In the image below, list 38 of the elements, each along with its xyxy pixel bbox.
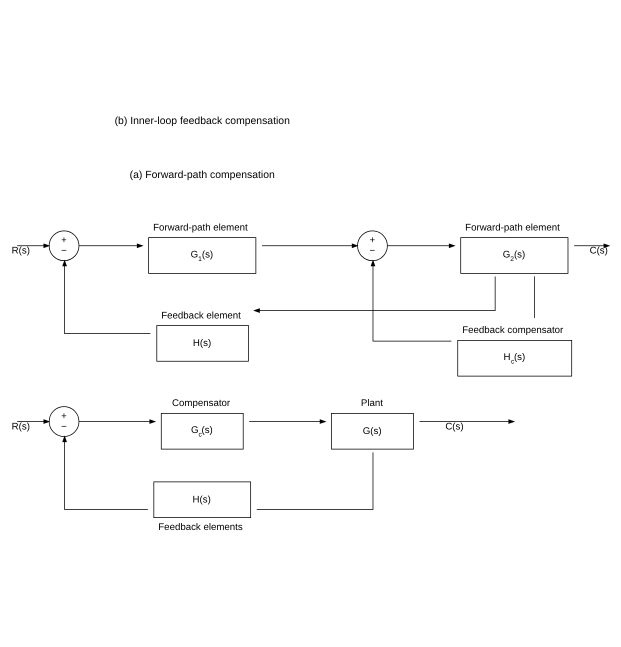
- edge-label: C(s): [445, 420, 464, 432]
- arrow: [419, 418, 516, 424]
- arrow: [253, 276, 496, 312]
- arrow: [248, 418, 326, 424]
- edge-label: R(s): [12, 245, 30, 256]
- arrow: [62, 434, 148, 510]
- node-box: G$_{c}$(s): [160, 412, 244, 450]
- node-box: H(s): [153, 481, 252, 518]
- node-label: Feedback elements: [158, 521, 243, 532]
- node-label: Plant: [360, 398, 383, 409]
- edge-label: C(s): [590, 245, 608, 256]
- node-label: Forward-path element: [153, 222, 248, 233]
- arrow: [370, 259, 452, 341]
- edge-label: R(s): [12, 420, 30, 432]
- node-box: G$_{2}$(s): [460, 236, 568, 274]
- arrow: [78, 242, 144, 248]
- node-circle: + −: [48, 406, 80, 436]
- node-box: G(s): [331, 412, 414, 450]
- label: (a) Forward-path compensation: [130, 169, 275, 180]
- arrow: [574, 242, 610, 248]
- arrow: [62, 259, 151, 334]
- arrow: [16, 242, 50, 248]
- node-label: Compensator: [172, 398, 230, 409]
- node-label: Forward-path element: [465, 222, 560, 233]
- node-label: Feedback element: [161, 310, 241, 321]
- arrow: [262, 242, 359, 248]
- node-box: G$_{1}$(s): [148, 236, 256, 274]
- node-box: H(s): [156, 324, 249, 362]
- connector: [256, 451, 374, 510]
- node-label: Feedback compensator: [462, 324, 564, 336]
- arrow: [386, 242, 456, 248]
- node-circle: + −: [357, 230, 388, 261]
- node-circle: + −: [48, 230, 80, 261]
- node-box: H$_{c}$(s): [457, 340, 572, 376]
- arrow: [16, 418, 50, 424]
- arrow: [78, 418, 156, 424]
- label: (b) Inner-loop feedback compensation: [114, 116, 290, 127]
- connector: [534, 275, 535, 318]
